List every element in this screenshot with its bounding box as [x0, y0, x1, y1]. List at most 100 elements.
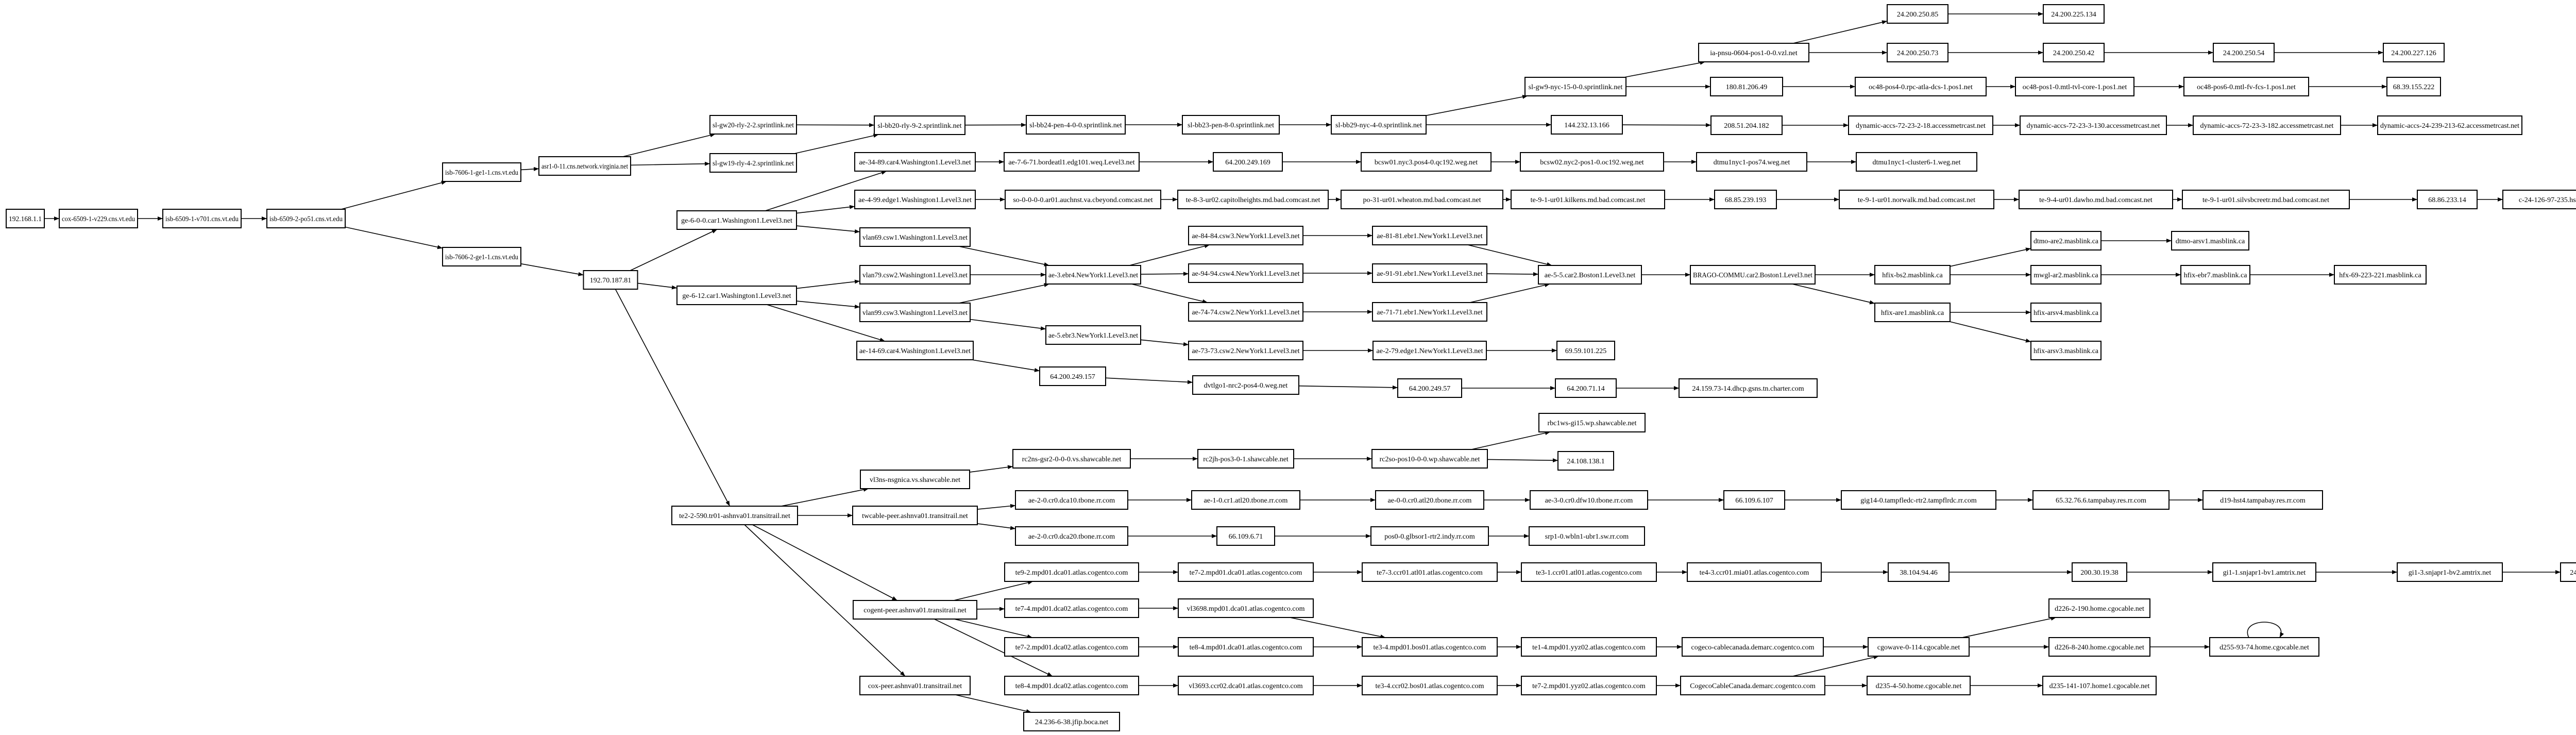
node-n88: cogent-peer.ashnva01.transitrail.net — [853, 600, 977, 620]
node-label: te7-2.mpd01.dca01.atlas.cogentco.com — [1190, 569, 1302, 577]
node-box — [1004, 152, 1140, 172]
node-box — [671, 506, 798, 525]
node-label: dtmu1nyc1-cluster6-1.weg.net — [1872, 159, 1960, 166]
node-label: 69.59.101.225 — [1565, 347, 1607, 355]
node-n30: dynamic-accs-72-23-2-18.accessmetrcast.n… — [1848, 115, 1993, 135]
node-n49: te-8-3-ur02.capitolheights.md.bad.comcas… — [1177, 190, 1329, 209]
node-n133: d235-141-107.home1.cgocable.net — [2042, 676, 2157, 695]
node-box — [1511, 190, 1665, 209]
node-box — [2202, 490, 2323, 510]
node-n16: 144.232.13.166 — [1551, 115, 1623, 135]
node-label: BRAGO-COMMU.car2.Boston1.Level3.net — [1693, 272, 1812, 279]
node-n69: ae-5-5.car2.Boston1.Level3.net — [1538, 265, 1642, 285]
node-label: 24.200.250.54 — [2223, 49, 2265, 57]
node-n42: ae-7-6-71.bordeatl1.edg101.weq.Level3.ne… — [1004, 152, 1140, 172]
node-label: srp1-0.wbln1-ubr1.sw.rr.com — [1545, 533, 1629, 541]
node-label: dtmo-are2.masblink.ca — [2033, 238, 2099, 245]
node-label: sl-bb20-rly-9-2.sprintlink.net — [877, 122, 961, 130]
node-n35: ge-6-12.car1.Washington1.Level3.net — [676, 286, 797, 305]
node-n91: rc2jh-pos3-0-1.shawcable.net — [1197, 449, 1294, 469]
node-box — [2020, 115, 2167, 135]
node-box — [442, 162, 521, 182]
node-n104: 66.109.6.71 — [1216, 526, 1275, 546]
node-label: cogeco-cablecanada.demarc.cogentco.com — [1691, 644, 1814, 652]
edge-n92-n94 — [1487, 458, 1558, 463]
node-box — [1188, 226, 1303, 245]
node-label: 64.200.71.14 — [1567, 385, 1605, 393]
node-box — [2377, 115, 2522, 135]
node-box — [1874, 303, 1951, 322]
node-box — [1679, 378, 1818, 398]
node-label: te8-4.mpd01.dca01.atlas.cogentco.com — [1190, 644, 1302, 652]
node-label: ae-5.ebr3.NewYork1.Level3.net — [1048, 332, 1138, 340]
node-box — [1557, 451, 1614, 471]
node-label: cox-6509-1-v229.cns.vt.edu — [62, 215, 135, 223]
node-n17: ia-pnsu-0604-pos1-0-0.vzl.net — [1698, 43, 1809, 62]
node-label: cox-peer.ashnva01.transitrail.net — [868, 682, 962, 690]
node-n74: dtmo-are2.masblink.ca — [2030, 231, 2102, 250]
node-n90: rc2ns-gsr2-0-0-0.vs.shawcable.net — [1012, 449, 1131, 469]
edge-n40-n58 — [959, 283, 1049, 304]
node-box — [1216, 526, 1275, 546]
node-box — [2213, 43, 2275, 62]
node-label: sl-bb24-pen-4-0-0.sprintlink.net — [1029, 122, 1122, 129]
node-label: ae-91-91.ebr1.NewYork1.Level3.net — [1377, 270, 1483, 278]
node-n48: so-0-0-0-0.ar01.auchnst.va.cbeyond.comca… — [1005, 190, 1161, 209]
node-box — [2180, 265, 2250, 285]
node-n61: ae-84-84.csw3.NewYork1.Level3.net — [1188, 226, 1303, 245]
node-n29: 208.51.204.182 — [1710, 115, 1783, 135]
edge-n92-n93 — [1471, 431, 1551, 450]
node-box — [1698, 43, 1809, 62]
node-label: ae-0-0.cr0.atl20.tbone.rr.com — [1388, 497, 1472, 505]
edge-n8-n35 — [637, 282, 677, 290]
node-n120: gi1-1.snjapr1-bv1.amtrix.net — [2212, 562, 2316, 582]
node-box — [1341, 190, 1503, 209]
node-label: ae-74-74.csw2.NewYork1.Level3.net — [1192, 309, 1299, 316]
node-box — [676, 286, 797, 305]
node-label: sl-bb23-pen-8-0.sprintlink.net — [1188, 122, 1274, 129]
node-box — [859, 265, 971, 285]
node-box — [1362, 637, 1498, 657]
node-n34: ge-6-0-0.car1.Washington1.Level3.net — [676, 210, 797, 230]
node-label: ae-73-73.csw2.NewYork1.Level3.net — [1192, 347, 1299, 355]
node-label: bcsw02.nyc2-pos1-0.oc192.weg.net — [1540, 159, 1644, 166]
node-label: gi1-3.snjapr1-bv2.amtrix.net — [2409, 569, 2492, 577]
node-label: 68.85.239.193 — [1725, 196, 1767, 204]
node-label: ae-2-0.cr0.dca10.tbone.rr.com — [1028, 497, 1115, 505]
node-box — [1004, 676, 1139, 695]
node-box — [1372, 263, 1487, 283]
node-n100: 66.109.6.107 — [1723, 490, 1785, 510]
node-label: 68.39.155.222 — [2393, 83, 2435, 91]
edge-n7-n9 — [622, 133, 716, 157]
node-label: ia-pnsu-0604-pos1-0-0.vzl.net — [1710, 49, 1798, 57]
node-label: 192.70.187.81 — [590, 277, 632, 285]
node-box — [1887, 43, 1948, 62]
node-label: po-31-ur01.wheaton.md.bad.comcast.net — [1363, 196, 1481, 204]
node-label: 208.51.204.182 — [1724, 122, 1769, 130]
node-label: asr1-0-11.cns.network.virginia.net — [541, 163, 628, 171]
node-n131: d226-8-240.home.cgocable.net — [2048, 637, 2150, 657]
node-label: te7-2.mpd01.yyz02.atlas.cogentco.com — [1532, 682, 1646, 690]
node-label: dynamic-accs-72-23-3-130.accessmetrcast.… — [2027, 122, 2160, 130]
node-n55: te-9-1-ur01.silvsbcreetr.md.bad.comcast.… — [2182, 190, 2350, 209]
node-label: gi1-1.snjapr1-bv1.amtrix.net — [2223, 569, 2306, 577]
node-box — [854, 190, 976, 209]
node-n118: 38.104.94.46 — [1888, 562, 1950, 582]
node-label: isb-7606-2-ge1-1.cns.vt.edu — [445, 254, 518, 261]
node-n92: rc2so-pos10-0-0.wp.shawcable.net — [1371, 449, 1488, 469]
node-box — [1529, 526, 1645, 546]
node-n113: te8-4.mpd01.dca01.atlas.cogentco.com — [1178, 637, 1314, 657]
node-box — [1855, 77, 1987, 96]
node-n93: rbc1ws-gi15.wp.shawcable.net — [1538, 413, 1646, 432]
node-box — [2334, 265, 2427, 285]
node-box — [676, 210, 797, 230]
node-n23: 24.200.250.54 — [2213, 43, 2275, 62]
node-label: 65.32.76.6.tampabay.res.rr.com — [2056, 497, 2146, 505]
node-box — [1397, 378, 1462, 398]
node-box — [2072, 562, 2127, 582]
node-label: rc2so-pos10-0-0.wp.shawcable.net — [1380, 456, 1480, 463]
node-n78: hfx-69-223-221.masblink.ca — [2334, 265, 2427, 285]
edge-n86-n90 — [969, 465, 1013, 473]
node-n73: hfix-are1.masblink.ca — [1874, 303, 1951, 322]
